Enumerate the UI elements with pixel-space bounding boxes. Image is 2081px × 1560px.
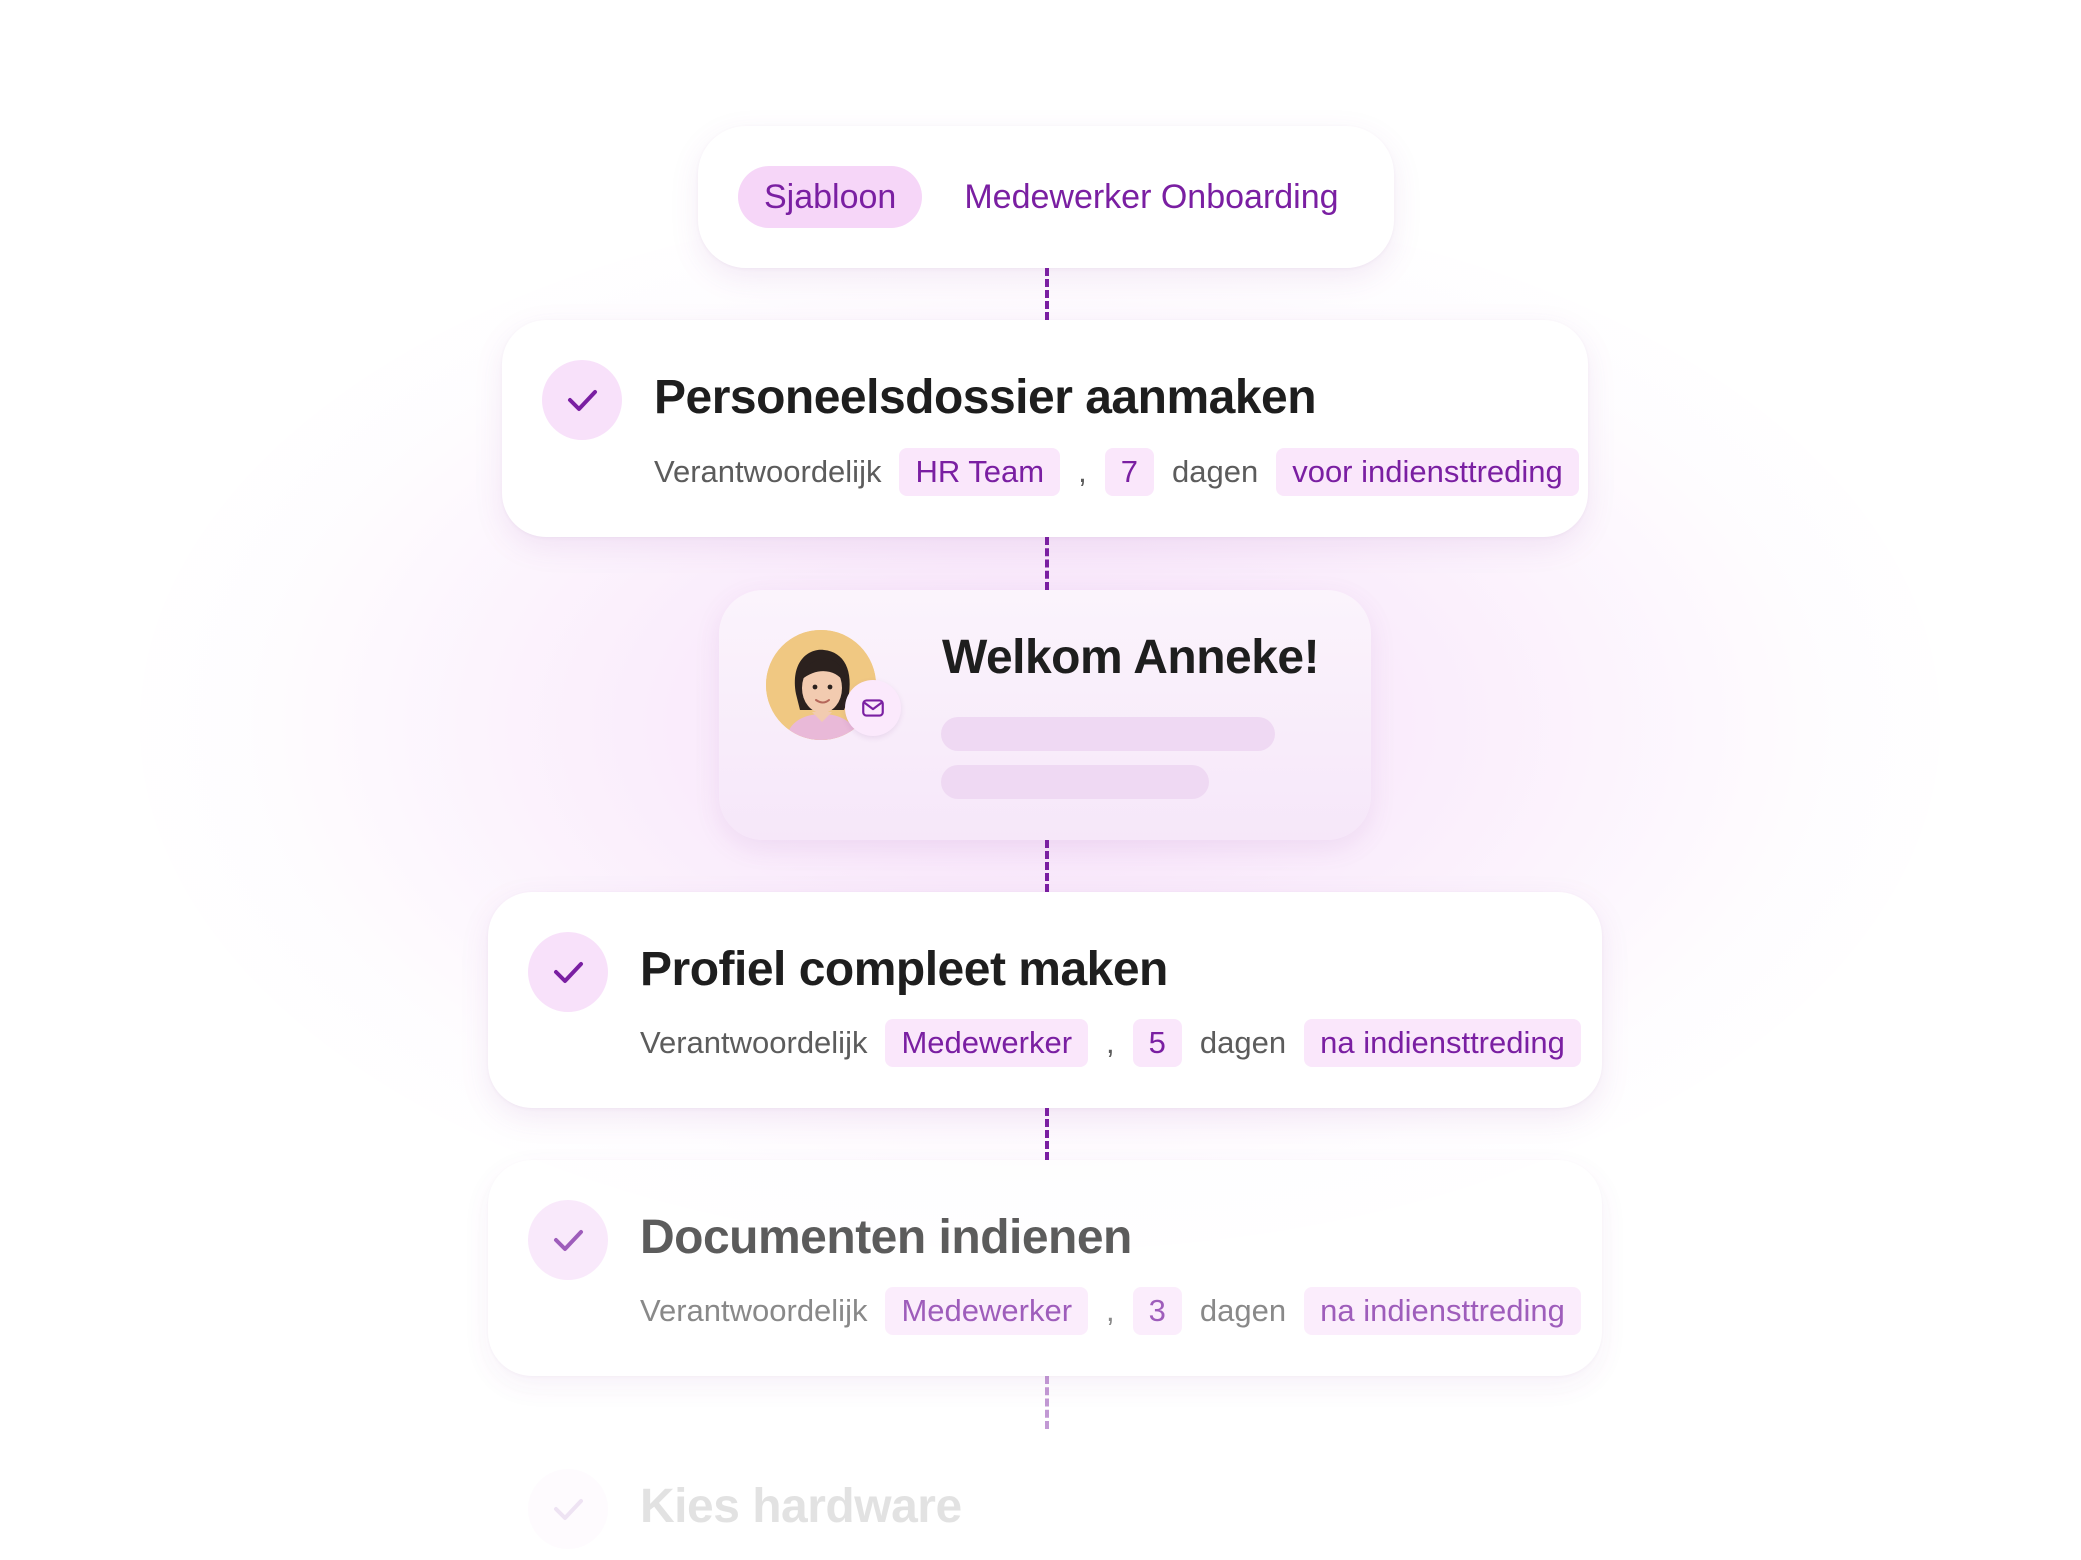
task-card-profiel[interactable]: Profiel compleet maken Verantwoordelijk …	[488, 892, 1602, 1108]
task-title: Personeelsdossier aanmaken	[654, 371, 1317, 424]
separator: ,	[1106, 1025, 1115, 1060]
skeleton-line	[941, 765, 1209, 799]
template-chip: Sjabloon	[738, 166, 923, 228]
responsible-chip[interactable]: Medewerker	[885, 1019, 1089, 1067]
days-chip[interactable]: 3	[1132, 1287, 1182, 1335]
task-title: Kies hardware	[640, 1480, 962, 1533]
task-card-hardware[interactable]: Kies hardware	[488, 1429, 1602, 1560]
template-name[interactable]: Medewerker Onboarding	[964, 177, 1339, 216]
days-label: dagen	[1199, 1025, 1287, 1060]
responsible-label: Verantwoordelijk	[640, 1025, 868, 1060]
mail-icon[interactable]	[845, 680, 901, 736]
task-title: Documenten indienen	[640, 1211, 1132, 1264]
skeleton-line	[941, 717, 1275, 751]
responsible-chip[interactable]: Medewerker	[885, 1287, 1089, 1335]
responsible-chip[interactable]: HR Team	[899, 448, 1061, 496]
task-meta: Verantwoordelijk Medewerker , 3 dagen na…	[640, 1287, 1581, 1335]
days-label: dagen	[1171, 454, 1259, 489]
timeline-connector	[1045, 1108, 1049, 1160]
responsible-label: Verantwoordelijk	[640, 1293, 868, 1328]
check-icon[interactable]	[528, 1469, 608, 1549]
timeline-connector	[1045, 537, 1049, 590]
timeline-connector	[1045, 268, 1049, 320]
check-icon[interactable]	[528, 1200, 608, 1280]
timeline-connector	[1045, 1376, 1049, 1429]
timing-chip[interactable]: voor indiensttreding	[1276, 448, 1579, 496]
responsible-label: Verantwoordelijk	[654, 454, 882, 489]
days-chip[interactable]: 5	[1132, 1019, 1182, 1067]
separator: ,	[1078, 454, 1087, 489]
task-card-personeelsdossier[interactable]: Personeelsdossier aanmaken Verantwoordel…	[502, 320, 1588, 537]
welcome-message-card[interactable]: Welkom Anneke!	[719, 590, 1371, 840]
days-chip[interactable]: 7	[1104, 448, 1154, 496]
timing-chip[interactable]: na indiensttreding	[1304, 1019, 1581, 1067]
task-meta: Verantwoordelijk Medewerker , 5 dagen na…	[640, 1019, 1581, 1067]
task-card-documenten[interactable]: Documenten indienen Verantwoordelijk Med…	[488, 1160, 1602, 1376]
check-icon[interactable]	[542, 360, 622, 440]
template-header[interactable]: Sjabloon Medewerker Onboarding	[698, 126, 1394, 268]
timing-chip[interactable]: na indiensttreding	[1304, 1287, 1581, 1335]
task-meta: Verantwoordelijk HR Team , 7 dagen voor …	[654, 448, 1579, 496]
task-title: Profiel compleet maken	[640, 943, 1168, 996]
timeline-connector	[1045, 840, 1049, 892]
days-label: dagen	[1199, 1293, 1287, 1328]
welcome-title: Welkom Anneke!	[942, 631, 1320, 684]
check-icon[interactable]	[528, 932, 608, 1012]
separator: ,	[1106, 1293, 1115, 1328]
